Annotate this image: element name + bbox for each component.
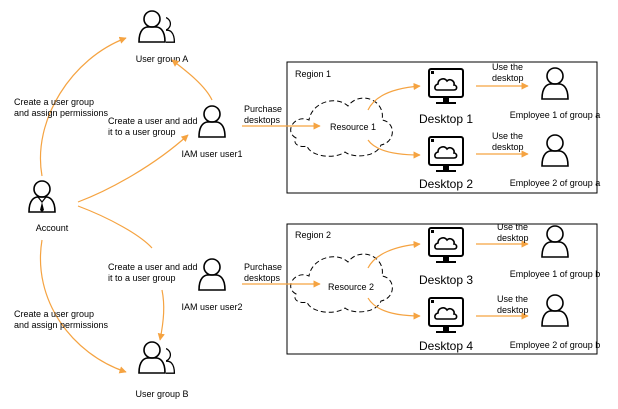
user-group-a-icon [138, 8, 174, 44]
desktop-3-monitor-icon [428, 227, 464, 264]
desktop-4-label: Desktop 4 [419, 339, 473, 353]
desktop-2-monitor-icon [428, 136, 464, 173]
employee-2b-label: Employee 2 of group b [510, 340, 601, 350]
edge-use-4-line2: desktop [497, 305, 529, 315]
edge-purchase-1-line2: desktops [244, 115, 281, 125]
edge-use-1-line1: Use the [492, 62, 523, 72]
resource-1-label: Resource 1 [330, 122, 376, 132]
arrow-account-to-user2 [77, 205, 153, 249]
edge-use-2-line2: desktop [492, 142, 524, 152]
user-group-b-label: User group B [135, 389, 188, 399]
desktop-3-label: Desktop 3 [419, 273, 473, 287]
region-1-label: Region 1 [295, 69, 331, 79]
employee-2a-label: Employee 2 of group a [510, 178, 601, 188]
edge-create-user1-line1: Create a user and add [108, 116, 198, 126]
user-group-a-label: User group A [136, 54, 189, 64]
resource-2-cloud-icon [290, 253, 393, 313]
edge-create-group-a-line1: Create a user group [14, 97, 94, 107]
arrow-resource2-to-desktop4 [367, 297, 421, 320]
region-2-label: Region 2 [295, 230, 331, 240]
employee-1b-icon [541, 225, 569, 258]
user-group-b-icon [138, 339, 174, 375]
desktop-1-label: Desktop 1 [419, 112, 473, 126]
arrow-user1-to-group-a [171, 59, 213, 101]
arrow-resource2-to-desktop3 [367, 240, 421, 269]
edge-create-group-b-line2: and assign permissions [14, 320, 109, 330]
edge-create-user2-line2: it to a user group [108, 273, 176, 283]
arrow-user2-to-group-b [157, 289, 165, 341]
edge-use-4-line1: Use the [497, 294, 528, 304]
edge-create-user2-line1: Create a user and add [108, 262, 198, 272]
edge-create-user1-line2: it to a user group [108, 127, 176, 137]
iam-user1-icon [198, 105, 226, 138]
edge-use-3-line1: Use the [497, 222, 528, 232]
edge-use-2-line1: Use the [492, 131, 523, 141]
desktop-4-monitor-icon [428, 297, 464, 334]
desktop-2-label: Desktop 2 [419, 177, 473, 191]
arrow-resource1-to-desktop1 [367, 82, 421, 111]
account-icon [28, 180, 56, 213]
edge-use-1-line2: desktop [492, 73, 524, 83]
edge-use-3-line2: desktop [497, 233, 529, 243]
edge-purchase-2-line1: Purchase [244, 262, 282, 272]
account-label: Account [36, 223, 69, 233]
employee-2a-icon [541, 134, 569, 167]
region-2-box [286, 223, 598, 355]
edge-purchase-2-line2: desktops [244, 273, 281, 283]
arrow-resource1-to-desktop2 [367, 139, 421, 159]
edge-create-group-a-line2: and assign permissions [14, 108, 109, 118]
resource-2-label: Resource 2 [328, 282, 374, 292]
iam-user1-label: IAM user user1 [181, 149, 242, 159]
employee-2b-icon [541, 294, 569, 327]
region-1-box [286, 61, 598, 194]
resource-1-cloud-icon [290, 97, 393, 157]
iam-user2-icon [198, 258, 226, 291]
employee-1a-icon [541, 67, 569, 100]
edge-create-group-b-line1: Create a user group [14, 309, 94, 319]
desktop-1-monitor-icon [428, 68, 464, 105]
arrow-account-to-group-b [40, 239, 127, 374]
employee-1a-label: Employee 1 of group a [510, 110, 601, 120]
edge-purchase-1-line1: Purchase [244, 104, 282, 114]
arrow-account-to-group-a [40, 36, 127, 177]
iam-user2-label: IAM user user2 [181, 302, 242, 312]
arrow-account-to-user1 [77, 134, 189, 203]
employee-1b-label: Employee 1 of group b [510, 269, 601, 279]
